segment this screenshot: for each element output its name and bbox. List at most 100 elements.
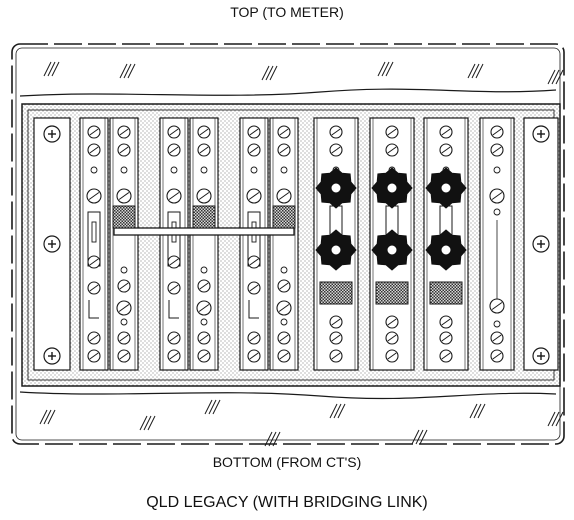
- screw-icon: [87, 125, 101, 139]
- knurled-nut: [375, 281, 409, 305]
- screw-icon: [329, 143, 343, 157]
- screw-icon: [167, 255, 181, 269]
- screw-icon: [247, 281, 261, 295]
- mounting-screw-icon: [532, 125, 550, 143]
- cover-glare-mark: [377, 61, 394, 77]
- module-knob: [423, 117, 469, 371]
- screw-icon: [87, 255, 101, 269]
- mounting-screw-icon: [43, 125, 61, 143]
- knob-icon: [425, 229, 467, 271]
- screw-icon: [439, 143, 453, 157]
- mounting-screw-icon: [43, 235, 61, 253]
- module-knob: [313, 117, 359, 371]
- screw-icon: [87, 331, 101, 345]
- screw-icon: [196, 188, 212, 204]
- bottom-label: BOTTOM (FROM CT'S): [212, 454, 362, 470]
- hole-icon: [120, 166, 128, 174]
- screw-icon: [167, 331, 181, 345]
- cover-top-edge: [19, 88, 557, 97]
- cover-glare-mark: [43, 61, 60, 77]
- bridging-link: [113, 227, 295, 236]
- screw-icon: [167, 143, 181, 157]
- bridging-link-clamp: [192, 205, 216, 229]
- knurled-nut: [319, 281, 353, 305]
- bridging-link-layer: [112, 205, 296, 236]
- cover-glare-mark: [547, 411, 564, 427]
- screw-icon: [329, 315, 343, 329]
- screw-icon: [490, 143, 504, 157]
- knurled-nut: [429, 281, 463, 305]
- screw-icon: [247, 331, 261, 345]
- hole-icon: [120, 318, 128, 326]
- hook-mark: [88, 300, 99, 319]
- screw-icon: [246, 188, 262, 204]
- screw-icon: [117, 349, 131, 363]
- screw-icon: [385, 125, 399, 139]
- hole-icon: [280, 318, 288, 326]
- screw-icon: [277, 331, 291, 345]
- mounting-screw-icon: [43, 347, 61, 365]
- screw-icon: [439, 315, 453, 329]
- screw-icon: [117, 331, 131, 345]
- screw-icon: [167, 281, 181, 295]
- hole-icon: [280, 266, 288, 274]
- end-plate: [33, 117, 71, 371]
- screw-icon: [277, 279, 291, 293]
- screw-icon: [277, 349, 291, 363]
- terminal-strip: [189, 117, 219, 371]
- screw-icon: [197, 331, 211, 345]
- bridging-link-clamp: [112, 205, 136, 229]
- knob-icon: [371, 229, 413, 271]
- knob-icon: [371, 167, 413, 209]
- screw-icon: [116, 300, 132, 316]
- modules: [33, 117, 559, 371]
- module-knob: [369, 117, 415, 371]
- screw-icon: [276, 188, 292, 204]
- screw-icon: [197, 349, 211, 363]
- cover-glare-mark: [469, 403, 486, 419]
- cover-glare-mark: [139, 415, 156, 431]
- hole-icon: [170, 166, 178, 174]
- screw-icon: [247, 349, 261, 363]
- module-cover-right: [523, 117, 559, 371]
- screw-icon: [490, 331, 504, 345]
- cover-glare-mark: [204, 399, 221, 415]
- hole-icon: [493, 320, 501, 328]
- terminal-strip: [269, 117, 299, 371]
- screw-icon: [385, 143, 399, 157]
- screw-icon: [489, 298, 505, 314]
- mounting-screw-icon: [532, 235, 550, 253]
- hole-icon: [90, 166, 98, 174]
- cover-glare-mark: [329, 403, 346, 419]
- cover-glare-mark: [547, 69, 564, 85]
- screw-icon: [385, 349, 399, 363]
- module-cover-left: [33, 117, 71, 371]
- cover-glare-mark: [261, 65, 278, 81]
- screw-icon: [196, 300, 212, 316]
- screw-icon: [277, 143, 291, 157]
- screw-icon: [87, 143, 101, 157]
- terminal-strip: [159, 117, 189, 371]
- screw-icon: [385, 331, 399, 345]
- module-neutral: [479, 117, 515, 371]
- hole-icon: [200, 266, 208, 274]
- bridging-link-clamp: [272, 205, 296, 229]
- top-label: TOP (TO METER): [230, 4, 344, 20]
- screw-icon: [490, 349, 504, 363]
- cover-glare-mark: [467, 63, 484, 79]
- cover-glare-mark: [119, 63, 136, 79]
- cover-bottom-edge: [19, 391, 557, 400]
- screw-icon: [197, 125, 211, 139]
- terminal-strip: [239, 117, 269, 371]
- screw-icon: [117, 125, 131, 139]
- hook-mark: [248, 300, 259, 319]
- terminal-strip: [109, 117, 139, 371]
- hole-icon: [280, 166, 288, 174]
- screw-icon: [116, 188, 132, 204]
- terminal-strip: [479, 117, 515, 371]
- diagram-caption: QLD LEGACY (WITH BRIDGING LINK): [146, 494, 428, 511]
- screw-icon: [247, 255, 261, 269]
- screw-icon: [197, 143, 211, 157]
- screw-icon: [87, 349, 101, 363]
